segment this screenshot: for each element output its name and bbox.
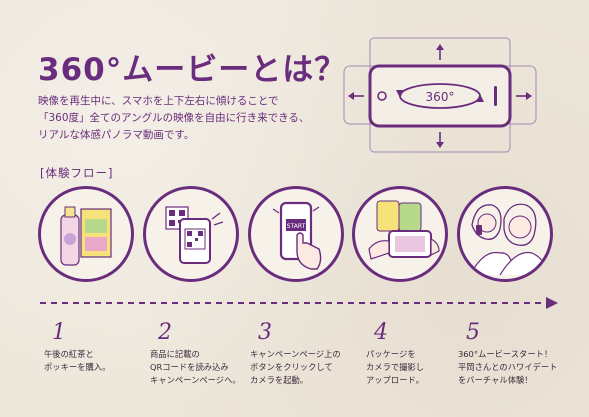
- step-text-line: カメラで撮影し: [366, 362, 425, 372]
- camera-phone-icon: [368, 200, 440, 260]
- step-text-line: カメラを起動。: [250, 375, 309, 385]
- products-icon: [60, 206, 112, 266]
- step-text: パッケージを カメラで撮影し アップロード。: [366, 348, 476, 387]
- left-arrow-icon: [348, 92, 364, 100]
- step-number: 1: [52, 320, 66, 345]
- qr-code-icon: [165, 206, 224, 264]
- step-text-line: キャンペーンページ上の: [250, 349, 341, 359]
- up-arrow-icon: [436, 44, 444, 60]
- phone-icon: [368, 64, 512, 128]
- step-text-line: ボタンをクリックして: [250, 362, 333, 372]
- step-1-illustration: [38, 186, 134, 282]
- description-line-3: リアルな体感パノラマ動画です。: [38, 129, 195, 141]
- start-button-icon: START: [272, 201, 322, 270]
- step-number: 4: [374, 320, 388, 345]
- right-arrow-icon: [516, 92, 532, 100]
- step-text-line: アップロード。: [366, 375, 424, 385]
- diagram-label: 360°: [426, 90, 455, 104]
- step-text: キャンペーンページ上の ボタンをクリックして カメラを起動。: [250, 348, 360, 387]
- step-text-line: パッケージを: [366, 349, 416, 359]
- step-text: 午後の紅茶と ポッキーを購入。: [44, 348, 154, 374]
- svg-text:START: START: [287, 223, 306, 230]
- flow-label: [体験フロー]: [40, 166, 114, 180]
- step-2-illustration: [143, 186, 239, 282]
- flow-arrow: [40, 297, 558, 309]
- step-4: 4 パッケージを カメラで撮影し アップロード。: [366, 320, 476, 387]
- step-1: 1 午後の紅茶と ポッキーを購入。: [44, 320, 154, 374]
- step-text: 360°ムービースタート！ 平岡さんとのハワイデート をバーチャル体験！: [458, 348, 568, 387]
- step-number: 3: [258, 320, 272, 345]
- step-text-line: ポッキーを購入。: [44, 362, 111, 372]
- step-number: 5: [466, 320, 480, 345]
- down-arrow-icon: [436, 132, 444, 148]
- page-title: 360°ムービーとは？: [38, 52, 347, 88]
- step-text-line: 平岡さんとのハワイデート: [458, 362, 558, 372]
- step-3: 3 キャンペーンページ上の ボタンをクリックして カメラを起動。: [250, 320, 360, 387]
- step-text: 商品に記載の QRコードを読み込み キャンペーンページへ。: [150, 348, 260, 387]
- step-text-line: キャンペーンページへ。: [150, 375, 241, 385]
- step-number: 2: [158, 320, 172, 345]
- description: 映像を再生中に、スマホを上下左右に傾けることで 「360度」全てのアングルの映像…: [38, 93, 338, 144]
- step-text-line: 商品に記載の: [150, 349, 200, 359]
- description-line-1: 映像を再生中に、スマホを上下左右に傾けることで: [38, 95, 279, 107]
- phone-rotation-diagram: 360°: [343, 37, 537, 153]
- virtual-date-icon: [469, 203, 547, 276]
- step-text-line: QRコードを読み込み: [150, 362, 229, 372]
- step-4-illustration: [352, 186, 448, 282]
- step-text-line: をバーチャル体験！: [458, 375, 533, 385]
- step-text-line: 午後の紅茶と: [44, 349, 94, 359]
- step-5: 5 360°ムービースタート！ 平岡さんとのハワイデート をバーチャル体験！: [458, 320, 568, 387]
- step-text-line: 360°ムービースタート！: [458, 349, 553, 359]
- step-2: 2 商品に記載の QRコードを読み込み キャンペーンページへ。: [150, 320, 260, 387]
- description-line-2: 「360度」全てのアングルの映像を自由に行き来できる、: [38, 112, 310, 124]
- step-5-illustration: [457, 186, 553, 282]
- step-3-illustration: START: [248, 186, 344, 282]
